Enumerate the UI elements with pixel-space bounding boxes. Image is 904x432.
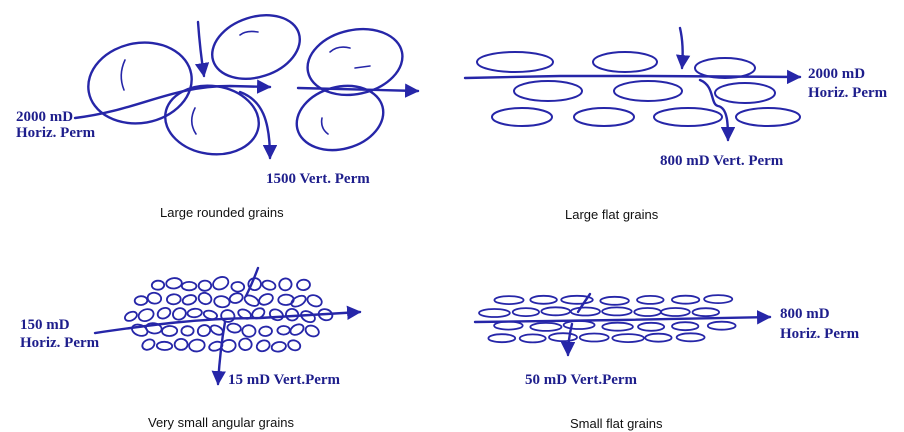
grain <box>268 307 285 322</box>
vert-perm-label: 800 mD Vert. Perm <box>660 153 784 169</box>
horiz-perm-label: Horiz. Perm <box>808 85 888 101</box>
grain <box>600 297 629 305</box>
grain <box>242 325 256 338</box>
grain <box>231 282 244 292</box>
grain <box>187 308 202 318</box>
grain <box>704 295 732 303</box>
grain <box>259 326 273 336</box>
panel-caption: Very small angular grains <box>148 415 294 430</box>
grain <box>196 323 212 337</box>
grain <box>693 308 720 316</box>
grain <box>182 294 198 306</box>
grain <box>171 306 187 321</box>
grain <box>520 334 546 342</box>
grain <box>638 323 664 331</box>
grain <box>199 280 212 290</box>
vert-perm-label: 15 mD Vert.Perm <box>228 372 341 388</box>
grain <box>152 280 165 290</box>
grain <box>708 322 736 330</box>
grain <box>479 309 510 317</box>
grain <box>156 306 172 321</box>
grain <box>197 291 213 306</box>
grain <box>289 322 306 337</box>
grain <box>175 339 188 350</box>
panel-caption: Small flat grains <box>570 416 663 431</box>
panel-caption: Large flat grains <box>565 207 659 222</box>
grain <box>137 307 155 323</box>
grain <box>182 282 197 290</box>
grain <box>167 294 181 305</box>
panel-caption: Large rounded grains <box>160 205 284 220</box>
grain <box>227 323 242 334</box>
grain <box>147 292 162 305</box>
grain <box>672 322 698 330</box>
grain <box>602 307 632 315</box>
horiz-perm-value: 2000 mD <box>808 66 865 82</box>
grain <box>257 292 274 307</box>
grain <box>238 338 252 351</box>
grain <box>220 309 236 324</box>
grain <box>304 324 321 339</box>
grain <box>645 334 671 342</box>
grain <box>564 321 595 329</box>
vert-perm-label: 1500 Vert. Perm <box>266 171 370 187</box>
panel-large-rounded-grains: 2000 mD Horiz. Perm 1500 Vert. Perm Larg… <box>16 5 418 220</box>
grain-group <box>123 275 333 354</box>
grain <box>134 296 147 305</box>
grain <box>277 326 290 335</box>
grain <box>214 295 231 308</box>
grain <box>157 342 173 351</box>
horiz-perm-label: Horiz. Perm <box>780 326 860 342</box>
grain <box>123 310 138 323</box>
grain <box>530 323 561 331</box>
horiz-perm-label: Horiz. Perm <box>20 335 100 351</box>
grain <box>296 279 310 291</box>
panel-very-small-angular-grains: 150 mD Horiz. Perm 15 mD Vert.Perm Very … <box>20 268 360 430</box>
grain <box>166 277 182 289</box>
grain <box>571 308 600 316</box>
grain <box>637 296 664 304</box>
grain <box>672 296 699 304</box>
grain <box>549 333 577 341</box>
horiz-perm-value: 800 mD <box>780 306 830 322</box>
grain <box>612 334 644 342</box>
grain <box>306 293 324 308</box>
grain <box>541 307 570 315</box>
grain <box>211 275 230 292</box>
grain <box>661 308 690 316</box>
grain <box>488 334 515 342</box>
grain <box>287 339 302 352</box>
grain <box>271 341 287 353</box>
grain <box>580 334 609 342</box>
grain-group <box>82 5 409 161</box>
vert-perm-label: 50 mD Vert.Perm <box>525 372 638 388</box>
grain-group <box>477 52 800 126</box>
grain <box>634 308 661 316</box>
grain <box>255 339 271 354</box>
horiz-perm-label: Horiz. Perm <box>16 125 96 141</box>
grain <box>140 337 156 351</box>
grain <box>513 308 539 316</box>
grain <box>602 323 633 331</box>
grain <box>188 339 205 353</box>
grain <box>278 277 293 292</box>
panel-small-flat-grains: 800 mD Horiz. Perm 50 mD Vert.Perm Small… <box>475 294 860 431</box>
panel-large-flat-grains: 2000 mD Horiz. Perm 800 mD Vert. Perm La… <box>465 28 888 222</box>
horiz-perm-value: 2000 mD <box>16 109 73 125</box>
grain <box>530 296 557 304</box>
grain <box>677 333 705 341</box>
grain <box>162 326 178 337</box>
grain <box>261 279 276 291</box>
horiz-perm-value: 150 mD <box>20 317 70 333</box>
grain <box>494 296 523 304</box>
grain <box>181 326 194 336</box>
grain <box>229 292 244 305</box>
